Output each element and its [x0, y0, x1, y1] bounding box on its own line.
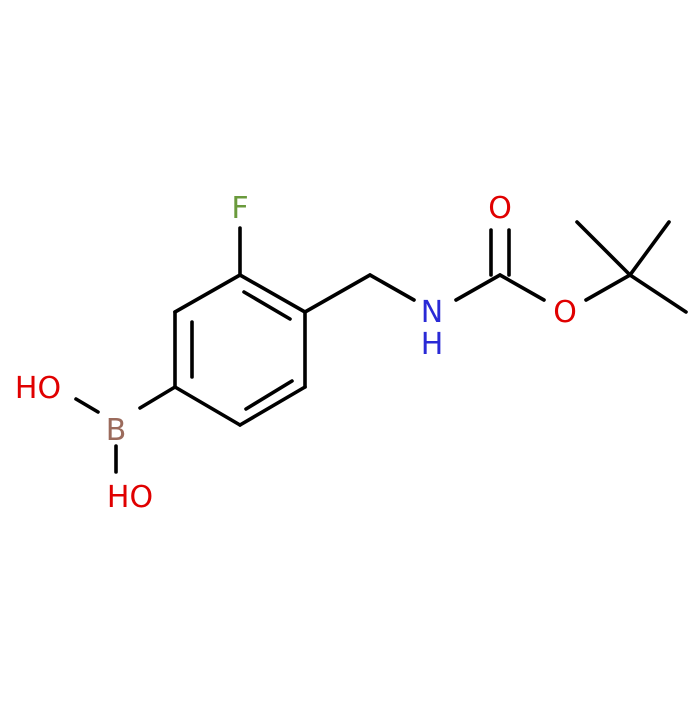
- bond-n-carbonyl: [454, 273, 502, 302]
- bond-ring-c6-c1: [173, 273, 242, 314]
- atom-label-boron: B: [106, 413, 127, 448]
- bond-c-o-ester: [498, 273, 546, 302]
- atom-label-hydrogen: H: [421, 327, 444, 362]
- bond-tbu-methyl-1: [575, 220, 632, 277]
- bond-ch2-n: [368, 273, 416, 302]
- atom-label-carbonyl-oxygen: O: [488, 191, 512, 226]
- bond-ring-b: [138, 385, 177, 410]
- bond-ring-inner-3: [242, 290, 292, 321]
- atom-label-nitrogen: N: [421, 295, 443, 330]
- bond-b-oh-top: [74, 397, 100, 414]
- bond-tbu-methyl-2: [628, 220, 671, 277]
- bond-ring-ch2: [303, 273, 372, 314]
- atom-label-ester-oxygen: O: [553, 295, 577, 330]
- bond-ring-inner-2: [244, 379, 294, 411]
- bond-o-tbutyl: [584, 273, 632, 302]
- bond-ring-c1-c2: [238, 273, 307, 314]
- atom-label-hydroxyl-bottom: HO: [107, 480, 153, 515]
- bond-ring-c3-c4: [238, 385, 307, 427]
- atom-label-hydroxyl-top: HO: [15, 371, 61, 406]
- bond-ring-c4-c5: [173, 385, 242, 427]
- bond-tbu-methyl-3: [628, 273, 688, 314]
- atom-label-fluorine: F: [231, 191, 248, 226]
